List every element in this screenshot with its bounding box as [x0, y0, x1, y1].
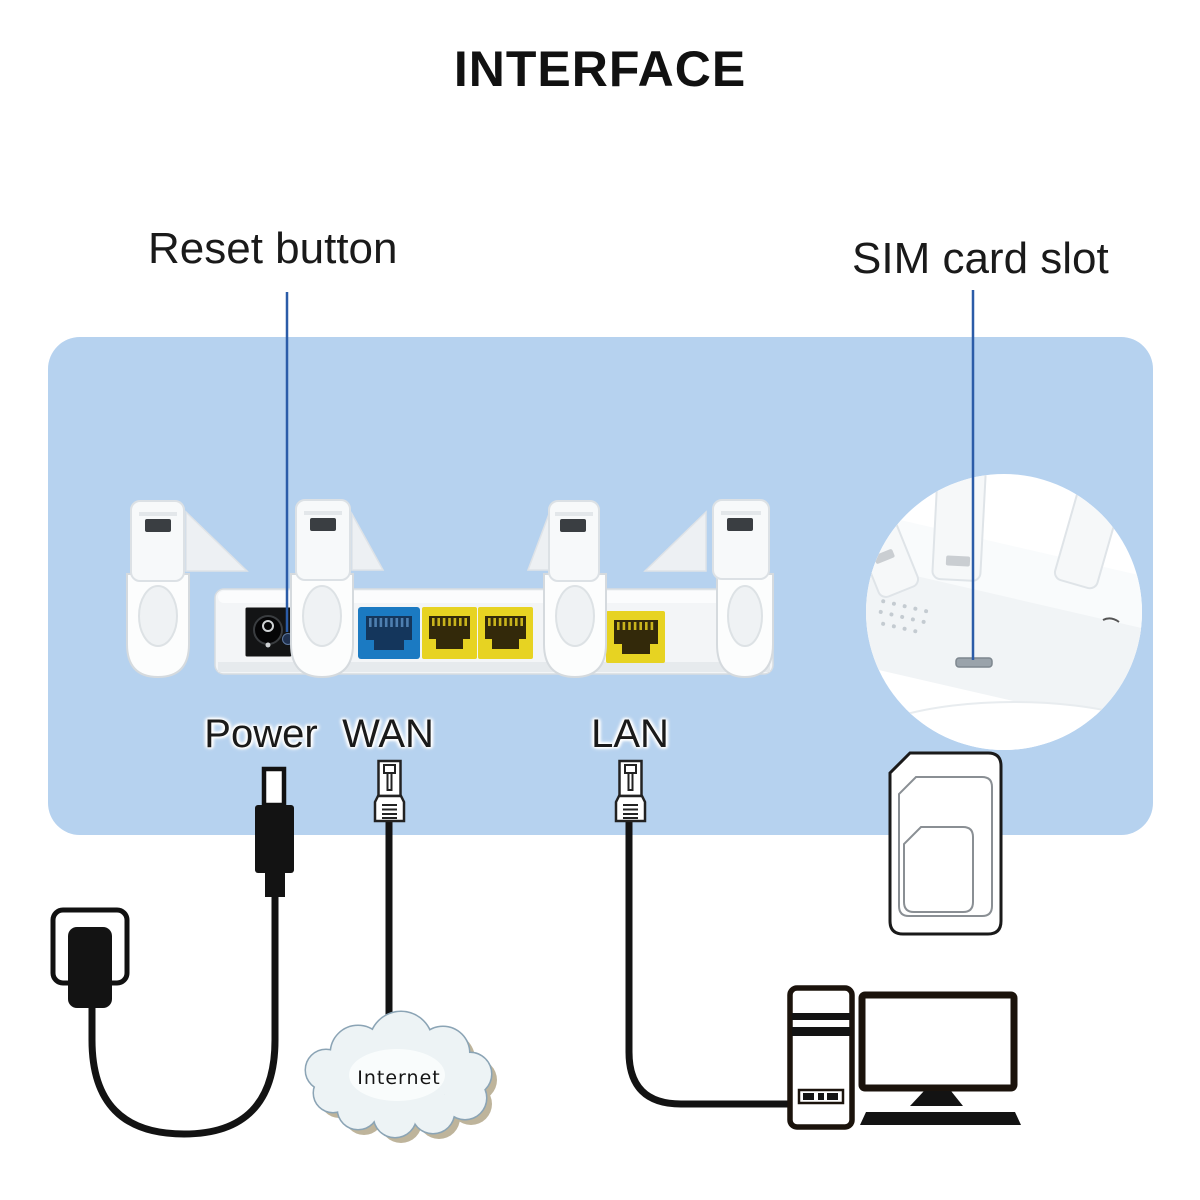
- internet-label: Internet: [357, 1067, 441, 1089]
- router-back-panel-illustration: [126, 499, 774, 679]
- router-body-highlight: [218, 591, 770, 603]
- internet-cloud-icon: [304, 1010, 497, 1143]
- sim-card-icon: [888, 751, 1003, 936]
- desktop-computer-icon: [787, 985, 1021, 1130]
- antenna-fins: [185, 510, 707, 572]
- dc-power-plug-icon: [255, 766, 294, 897]
- antenna-feet-recess: [138, 585, 763, 647]
- page-title: INTERFACE: [453, 41, 747, 97]
- power-label: Power: [204, 712, 318, 756]
- rj45-wan-connector-icon: [373, 759, 406, 823]
- sim-slot-inset-photo: [866, 474, 1142, 750]
- lan-port-1: [422, 607, 477, 659]
- power-cable: [88, 894, 279, 1138]
- desktop-tower: [787, 985, 855, 1130]
- lan-port-3: [606, 611, 665, 663]
- sim-card-slot-label: SIM card slot: [852, 234, 1109, 283]
- wall-power-plug-icon: [50, 907, 130, 1008]
- lan-label: LAN: [591, 712, 669, 756]
- reset-button-label: Reset button: [148, 224, 398, 273]
- folded-antennas: [130, 499, 770, 582]
- power-jack: [242, 604, 295, 660]
- desktop-monitor: [858, 991, 1021, 1125]
- wan-port: [358, 607, 420, 659]
- wan-label: WAN: [342, 712, 434, 756]
- lan-port-2: [478, 607, 533, 659]
- speaker-grille-dots: [878, 599, 929, 634]
- router-body-shade: [218, 662, 770, 672]
- rj45-lan-connector-icon: [614, 759, 647, 823]
- lan-cable: [625, 820, 792, 1108]
